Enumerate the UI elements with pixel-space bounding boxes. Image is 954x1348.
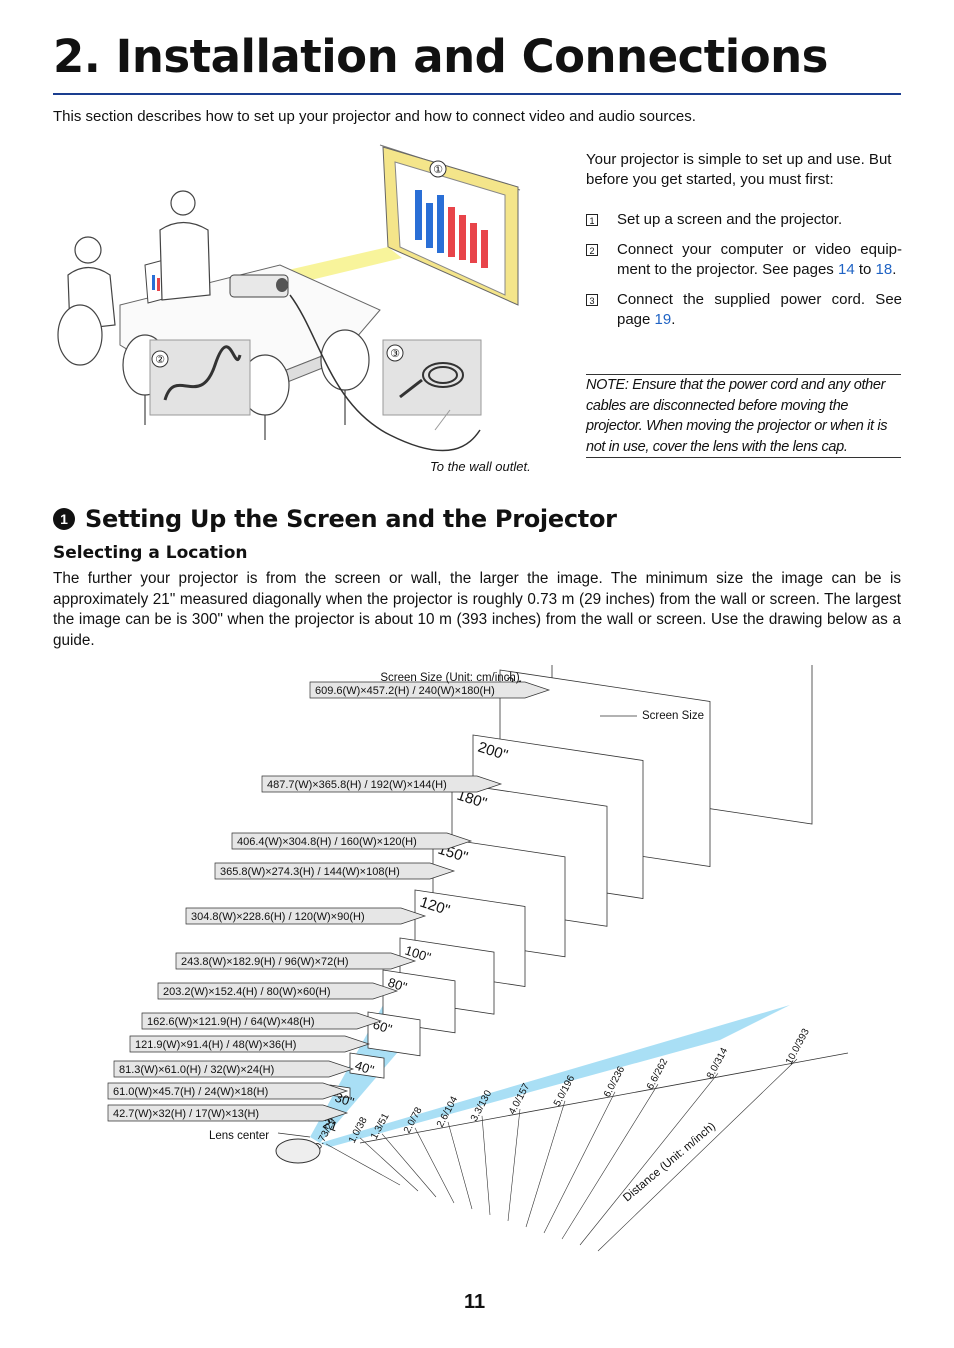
dimension-label: 365.8(W)×274.3(H) / 144(W)×108(H) bbox=[220, 866, 400, 878]
callout-1: ① bbox=[433, 164, 443, 176]
distance-tick bbox=[481, 1115, 491, 1216]
distance-tick bbox=[561, 1084, 659, 1240]
step-text: Connect the supplied power cord. See pag… bbox=[617, 290, 902, 330]
setup-illustration: ① ② bbox=[57, 144, 521, 452]
section-title: Setting Up the Screen and the Projector bbox=[85, 505, 617, 533]
steps-lead: Your projector is simple to set up and u… bbox=[586, 151, 892, 188]
callout-2: ② bbox=[155, 354, 165, 366]
screen-diagonal-label: 40" bbox=[353, 1058, 376, 1078]
dimension-label-box bbox=[107, 1104, 349, 1122]
dimension-label: 42.7(W)×32(H) / 17(W)×13(H) bbox=[113, 1108, 259, 1120]
dimension-label-box bbox=[107, 1082, 349, 1100]
dimension-label-box bbox=[129, 1035, 371, 1053]
page-title: 2. Installation and Connections bbox=[53, 30, 828, 83]
screen-distance-diagram: 300"240"200"180"150"120"100"80"60"40"30"… bbox=[107, 665, 849, 1252]
dimension-label: 406.4(W)×304.8(H) / 160(W)×120(H) bbox=[237, 836, 417, 848]
page-link[interactable]: 14 bbox=[837, 261, 855, 278]
power-cord-inset: ③ bbox=[382, 339, 482, 431]
title-divider bbox=[53, 93, 901, 95]
step-text-part: . bbox=[892, 261, 897, 278]
diagram-layer: 300"240"200"180"150"120"100"80"60"40"30"… bbox=[107, 665, 849, 1252]
dimension-label-box bbox=[261, 775, 503, 793]
lens-center-label: Lens center bbox=[209, 1130, 269, 1142]
screen-panel bbox=[349, 1052, 385, 1079]
distance-tick bbox=[381, 1133, 437, 1198]
dimension-label: 304.8(W)×228.6(H) / 120(W)×90(H) bbox=[191, 911, 365, 923]
step-item: 1 Set up a screen and the projector. bbox=[586, 210, 902, 230]
dimension-label-box bbox=[309, 681, 551, 699]
callout-3: ③ bbox=[390, 348, 400, 360]
step-item: 2 Connect your computer or video equip-m… bbox=[586, 240, 902, 280]
distance-tick bbox=[525, 1100, 566, 1228]
dimension-label-box bbox=[141, 1012, 383, 1030]
dimension-label-box bbox=[175, 952, 417, 970]
step-number: 2 bbox=[586, 244, 598, 256]
dimension-label: 203.2(W)×152.4(H) / 80(W)×60(H) bbox=[163, 986, 331, 998]
distance-tick bbox=[447, 1121, 473, 1210]
projector-icon bbox=[275, 1138, 321, 1164]
distance-tick bbox=[597, 1058, 798, 1252]
dimension-label: 609.6(W)×457.2(H) / 240(W)×180(H) bbox=[315, 685, 495, 697]
section-number-badge: 1 bbox=[53, 508, 75, 530]
distance-tick bbox=[579, 1073, 719, 1246]
lens-center-leader bbox=[277, 1132, 311, 1138]
step-item: 3 Connect the supplied power cord. See p… bbox=[586, 290, 902, 330]
distance-axis bbox=[359, 1052, 849, 1144]
step-text-part: . bbox=[671, 311, 676, 328]
dimension-label-box bbox=[113, 1060, 355, 1078]
dimension-label: 61.0(W)×45.7(H) / 24(W)×18(H) bbox=[113, 1086, 268, 1098]
distance-tick bbox=[325, 1143, 401, 1186]
dimension-label-box bbox=[214, 862, 456, 880]
distance-axis-label: Distance (Unit: m/inch) bbox=[621, 1120, 718, 1204]
distance-tick bbox=[543, 1091, 616, 1234]
distance-tick bbox=[414, 1127, 455, 1204]
projection-beam bbox=[275, 247, 402, 285]
dimension-label: 487.7(W)×365.8(H) / 192(W)×144(H) bbox=[267, 779, 447, 791]
dimension-label-box bbox=[157, 982, 399, 1000]
diagram-title: Screen Size (Unit: cm/inch) bbox=[380, 672, 519, 684]
step-text-part: Connect your computer or video equip-men… bbox=[617, 241, 902, 278]
dimension-label: 121.9(W)×91.4(H) / 48(W)×36(H) bbox=[135, 1039, 296, 1051]
step-text-part: Set up a screen and the projector. bbox=[617, 211, 843, 228]
wall-outlet-caption: To the wall outlet. bbox=[430, 459, 531, 474]
dimension-label: 162.6(W)×121.9(H) / 64(W)×48(H) bbox=[147, 1016, 315, 1028]
projector-icon bbox=[229, 274, 289, 298]
step-number: 3 bbox=[586, 294, 598, 306]
power-cable bbox=[289, 294, 481, 452]
dimension-label: 243.8(W)×182.9(H) / 96(W)×72(H) bbox=[181, 956, 349, 968]
screen-size-label: Screen Size bbox=[642, 710, 704, 722]
screen-panel bbox=[367, 1011, 421, 1057]
page-number: 11 bbox=[464, 1291, 486, 1313]
subsection-title: Selecting a Location bbox=[53, 543, 248, 563]
intro-text: This section describes how to set up you… bbox=[53, 108, 696, 125]
page-link[interactable]: 19 bbox=[654, 311, 672, 328]
page-link[interactable]: 18 bbox=[875, 261, 893, 278]
step-number: 1 bbox=[586, 214, 598, 226]
dimension-label-box bbox=[231, 832, 473, 850]
screen-diagonal-label: 30" bbox=[333, 1090, 356, 1110]
step-text: Connect your computer or video equip-men… bbox=[617, 240, 902, 280]
body-paragraph: The further your projector is from the s… bbox=[53, 570, 901, 649]
step-text: Set up a screen and the projector. bbox=[617, 210, 902, 230]
step-text-part: to bbox=[854, 261, 876, 278]
distance-tick bbox=[359, 1137, 419, 1192]
section-heading: 1 Setting Up the Screen and the Projecto… bbox=[53, 505, 617, 533]
dimension-label-box bbox=[185, 907, 427, 925]
setup-steps: Your projector is simple to set up and u… bbox=[586, 150, 902, 340]
note-box: NOTE: Ensure that the power cord and any… bbox=[586, 374, 901, 458]
projection-beam bbox=[320, 1005, 790, 1147]
step-text-part: Connect the supplied power cord. See pag… bbox=[617, 291, 902, 328]
projection-screen: ① bbox=[379, 144, 521, 306]
signal-cable-inset: ② bbox=[149, 339, 251, 416]
distance-tick bbox=[507, 1108, 521, 1222]
dimension-label: 81.3(W)×61.0(H) / 32(W)×24(H) bbox=[119, 1064, 274, 1076]
